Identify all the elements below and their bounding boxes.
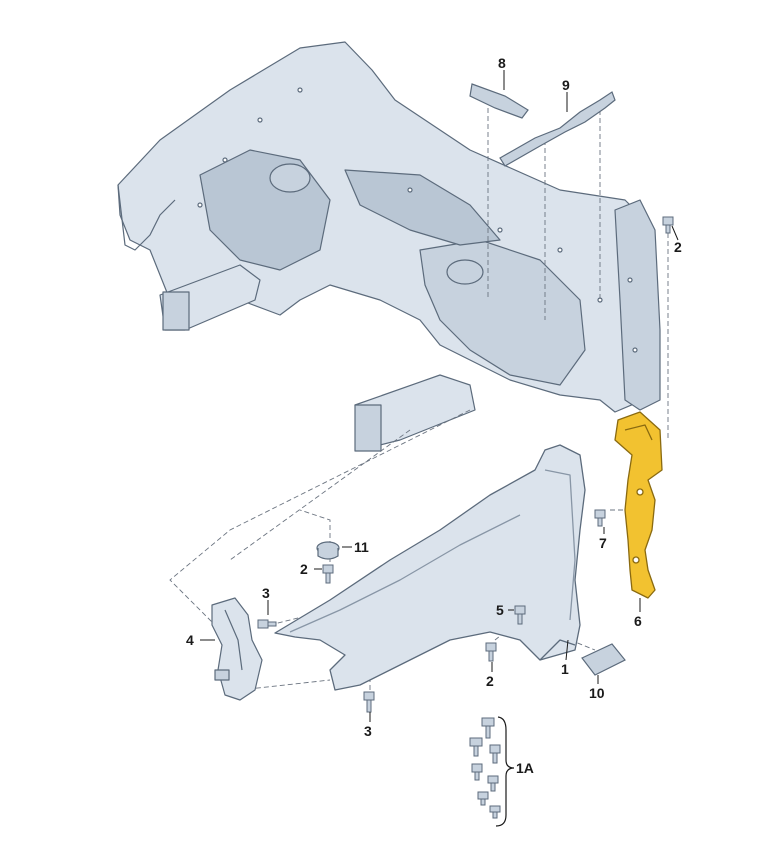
label-4: 4 bbox=[186, 632, 194, 648]
label-10: 10 bbox=[589, 685, 605, 701]
part-6-insulation[interactable] bbox=[614, 411, 663, 599]
label-11: 11 bbox=[354, 539, 369, 555]
label-5: 5 bbox=[496, 602, 504, 618]
label-2-mid: 2 bbox=[300, 561, 308, 577]
label-1: 1 bbox=[561, 661, 569, 677]
leader-lines bbox=[200, 70, 679, 722]
part-4-bracket[interactable] bbox=[211, 597, 263, 701]
bolt-7[interactable] bbox=[594, 509, 606, 527]
label-7: 7 bbox=[599, 535, 607, 551]
bolt-5[interactable] bbox=[514, 605, 526, 625]
part-9-bracket[interactable] bbox=[499, 91, 616, 167]
label-2-top: 2 bbox=[674, 239, 682, 255]
label-6: 6 bbox=[634, 613, 642, 629]
label-2-low: 2 bbox=[486, 673, 494, 689]
label-3-upper: 3 bbox=[262, 585, 270, 601]
hardware-set-1a[interactable] bbox=[469, 716, 515, 827]
label-9: 9 bbox=[562, 77, 570, 93]
bolt-3-lower[interactable] bbox=[363, 691, 375, 713]
bolts bbox=[257, 216, 674, 713]
part-1-fender[interactable] bbox=[274, 444, 586, 691]
front-body-structure bbox=[117, 41, 661, 452]
bolt-2-top[interactable] bbox=[662, 216, 674, 234]
part-11-cap[interactable] bbox=[316, 541, 340, 560]
label-1a: 1A bbox=[516, 760, 534, 776]
bolt-3-upper[interactable] bbox=[257, 619, 277, 629]
bolt-2-mid[interactable] bbox=[322, 564, 334, 584]
part-8-clip[interactable] bbox=[469, 83, 529, 119]
label-8: 8 bbox=[498, 55, 506, 71]
part-10-cover[interactable] bbox=[581, 643, 626, 676]
bolt-2-low[interactable] bbox=[485, 642, 497, 662]
callout-labels: 8 9 2 11 2 3 4 5 2 3 7 1 10 6 1A bbox=[186, 55, 682, 776]
label-3-lower: 3 bbox=[364, 723, 372, 739]
